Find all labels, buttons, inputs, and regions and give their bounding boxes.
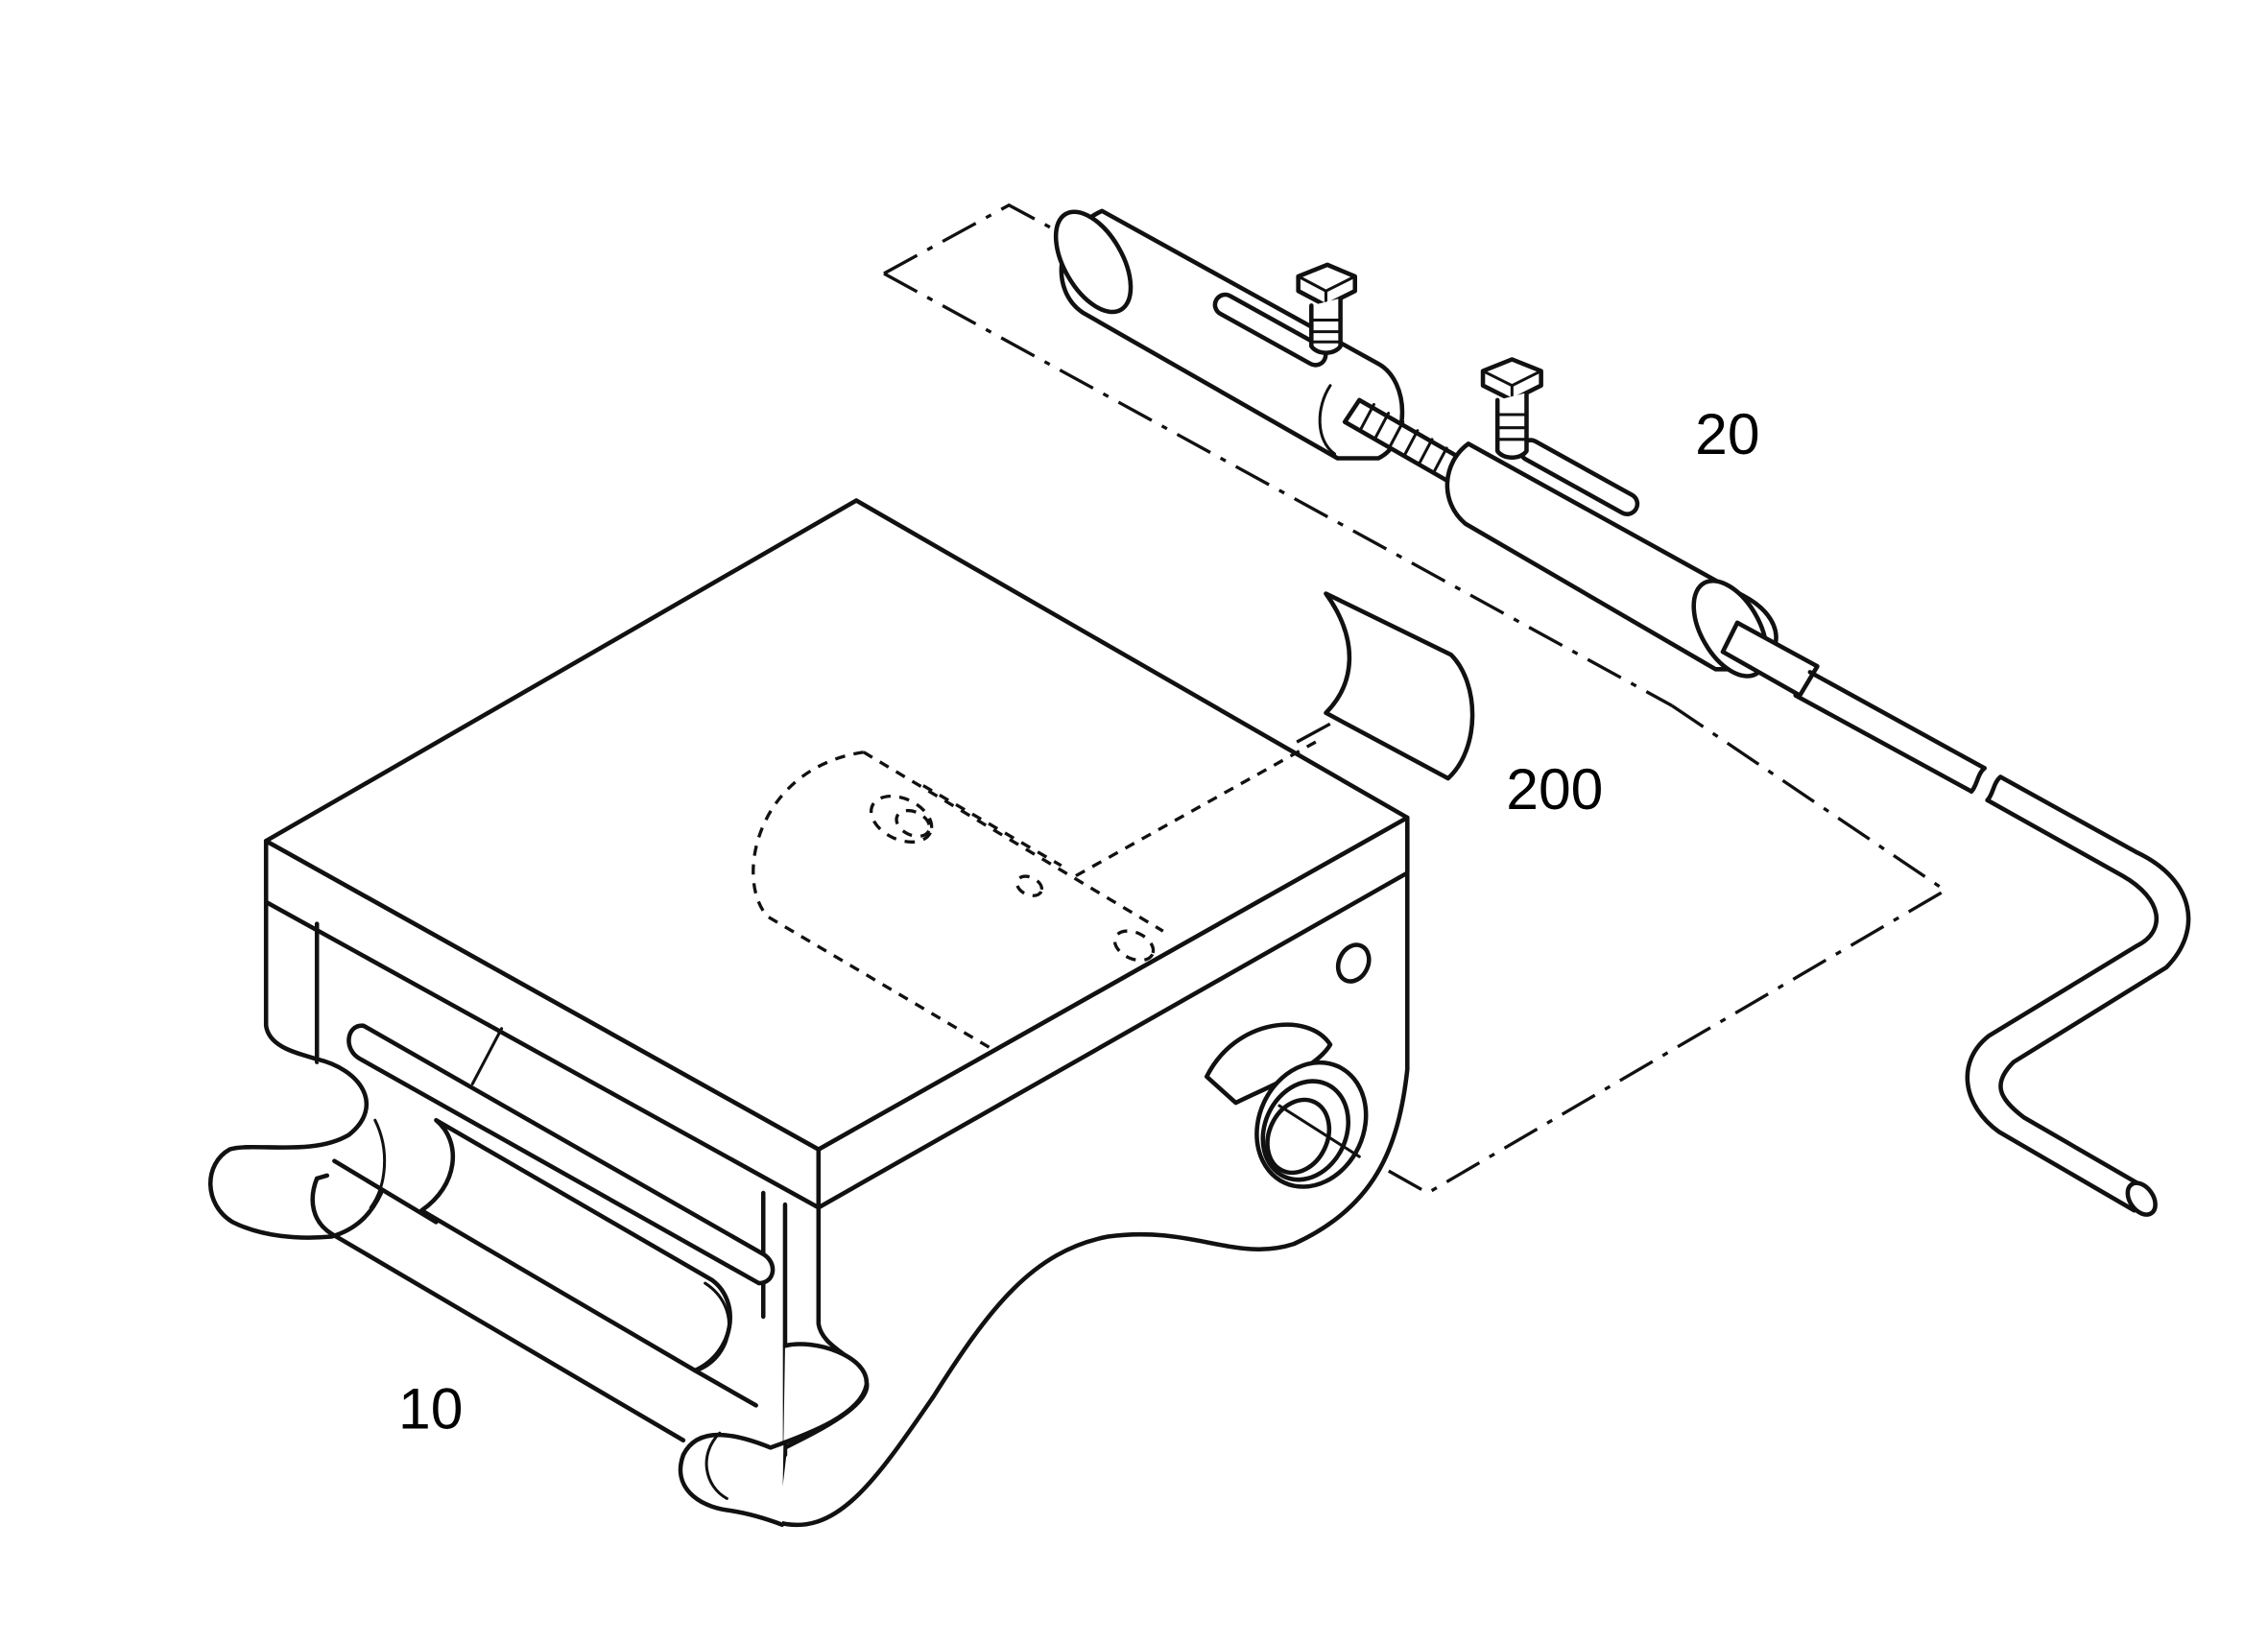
housing-right-foot	[678, 1342, 870, 1527]
fixture-bolt-left	[1296, 262, 1358, 355]
fixture-assembly	[1053, 208, 2191, 1217]
side-hole-small	[1335, 942, 1372, 984]
hidden-bore-outline	[752, 740, 1317, 1052]
housing-block	[208, 498, 1410, 1528]
housing-left-foot	[208, 1057, 384, 1240]
label-housing: 10	[398, 1376, 463, 1441]
insert-part	[1324, 591, 1475, 781]
housing-top-face	[263, 498, 1410, 1152]
fixture-tube	[1793, 670, 1987, 794]
fixture-bolt-right	[1480, 357, 1543, 461]
fixture-tube-end	[2125, 1180, 2158, 1217]
housing-shaft-bar	[346, 1023, 776, 1286]
side-nub	[1204, 1022, 1333, 1106]
label-insert: 200	[1506, 756, 1603, 822]
side-threaded-port	[1254, 1060, 1369, 1189]
label-fixture: 20	[1695, 401, 1759, 466]
